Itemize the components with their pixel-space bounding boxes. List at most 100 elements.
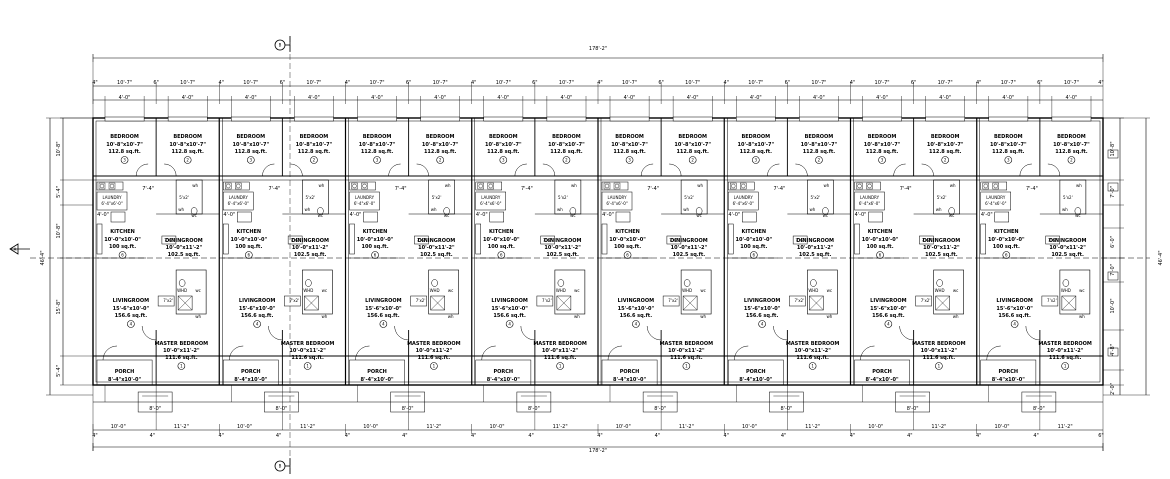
dim-porch-opening: 8'-0" bbox=[402, 406, 414, 412]
dining-name: DININGROOM bbox=[165, 238, 203, 244]
units-group: 10'-7"10'-7"4"6"4'-0"4'-0"BEDROOM10'-8"x… bbox=[92, 80, 1103, 439]
kitchen-size: 10'-0"x10'-0" bbox=[231, 237, 268, 243]
kitchen-name: KITCHEN bbox=[868, 229, 893, 235]
dim-wall: 4" bbox=[345, 80, 350, 86]
bedroom-2-size: 10'-8"x10'-7" bbox=[801, 142, 838, 148]
laundry-name: LAUNDRY bbox=[734, 195, 754, 200]
dim-porch-opening: 8'-0" bbox=[149, 406, 161, 412]
closet-dim: 5'x2' bbox=[684, 195, 694, 200]
whd-label: WHD bbox=[935, 288, 945, 293]
living-number: 4 bbox=[761, 322, 764, 327]
dim-bay-bottom-a: 10'-0" bbox=[489, 424, 504, 430]
dining-size: 10'-0"x11'-2" bbox=[544, 245, 581, 251]
dim-window: 4'-0" bbox=[1066, 95, 1078, 101]
bedroom-2-name: BEDROOM bbox=[931, 134, 960, 140]
dim-window: 4'-0" bbox=[119, 95, 131, 101]
kitchen-area: 100 sq.ft. bbox=[614, 244, 641, 250]
wh-label: wh bbox=[683, 207, 689, 212]
living-number: 4 bbox=[887, 322, 890, 327]
dining-size: 10'-0"x11'-2" bbox=[166, 245, 203, 251]
living-name: LIVINGROOM bbox=[618, 298, 654, 304]
bedroom-3-name: BEDROOM bbox=[741, 134, 770, 140]
kitchen-number: 6 bbox=[1005, 253, 1008, 258]
bedroom-2-size: 10'-8"x10'-7" bbox=[1053, 142, 1090, 148]
wh-label: wh bbox=[557, 207, 563, 212]
whd-label: WHD bbox=[682, 288, 692, 293]
dim-wall: 4" bbox=[850, 80, 855, 86]
dim-hall: 7'-4" bbox=[395, 186, 407, 192]
bedroom-2-number: 2 bbox=[818, 158, 821, 163]
room-number-circle bbox=[884, 320, 893, 328]
dim-hall: 7'-4" bbox=[647, 186, 659, 192]
dining-name: DININGROOM bbox=[670, 238, 708, 244]
dim-bay-top: 10'-7" bbox=[496, 80, 511, 86]
door-swing bbox=[1047, 163, 1061, 177]
kitchen-name: KITCHEN bbox=[110, 229, 135, 235]
door-swing bbox=[767, 163, 780, 177]
dim-window: 4'-0" bbox=[308, 95, 320, 101]
porch-name: PORCH bbox=[241, 369, 261, 375]
bedroom-3-size: 10'-8"x10'-7" bbox=[485, 142, 522, 148]
living-name: LIVINGROOM bbox=[870, 298, 906, 304]
bedroom-3-name: BEDROOM bbox=[236, 134, 265, 140]
master-bedroom-name: MASTER BEDROOM bbox=[407, 341, 461, 347]
right-dimension-label: 2'-0" bbox=[1110, 383, 1116, 395]
dim-wall: 4" bbox=[219, 433, 224, 439]
room-number-circle bbox=[127, 320, 135, 328]
dim-window: 4'-0" bbox=[813, 95, 825, 101]
kitchen-number: 6 bbox=[121, 253, 124, 258]
bedroom-3-name: BEDROOM bbox=[994, 134, 1023, 140]
kitchen-name: KITCHEN bbox=[994, 229, 1019, 235]
dim-wall: 4" bbox=[655, 433, 660, 439]
dim-hall-2: 4'-0" bbox=[350, 212, 362, 218]
master-bedroom-area: 111.6 sq.ft. bbox=[923, 355, 956, 361]
dim-wall: 4" bbox=[850, 433, 855, 439]
door-swing bbox=[262, 163, 275, 177]
room-number-circle bbox=[625, 156, 634, 164]
closet-dim-2: 7'x2' bbox=[922, 238, 932, 243]
dim-wall: 4" bbox=[724, 80, 729, 86]
right-dimension-label: 4'-8" bbox=[1110, 344, 1116, 356]
room-number-circle bbox=[120, 156, 129, 164]
porch-name: PORCH bbox=[115, 369, 135, 375]
door-swing bbox=[164, 163, 177, 177]
dim-window: 4'-0" bbox=[624, 95, 636, 101]
room-number-circle bbox=[758, 320, 766, 328]
bedroom-2-size: 10'-8"x10'-7" bbox=[548, 142, 585, 148]
master-bedroom-area: 111.6 sq.ft. bbox=[291, 355, 324, 361]
dining-area: 102.5 sq.ft. bbox=[925, 252, 958, 258]
bedroom-2-number: 2 bbox=[565, 158, 568, 163]
wc-label: wc bbox=[318, 213, 323, 218]
dining-name: DININGROOM bbox=[923, 238, 961, 244]
door-swing bbox=[607, 345, 623, 361]
porch-size: 8'-4"x10'-0" bbox=[487, 377, 520, 383]
door-swing bbox=[141, 325, 157, 341]
dim-wall: 4" bbox=[976, 433, 981, 439]
dim-bay-top: 10'-7" bbox=[938, 80, 953, 86]
dim-wall: 4" bbox=[150, 433, 155, 439]
wc-label: wc bbox=[696, 213, 701, 218]
dim-bay-top: 10'-7" bbox=[433, 80, 448, 86]
kitchen-number: 6 bbox=[374, 253, 377, 258]
bedroom-3-number: 3 bbox=[881, 158, 884, 163]
door-swing bbox=[893, 163, 906, 177]
room-number-circle bbox=[556, 362, 564, 370]
kitchen-size: 10'-0"x10'-0" bbox=[609, 237, 646, 243]
dim-window: 4'-0" bbox=[434, 95, 446, 101]
bedroom-3-name: BEDROOM bbox=[110, 134, 139, 140]
dim-porch-opening: 8'-0" bbox=[275, 406, 287, 412]
wh-label: wh bbox=[809, 207, 815, 212]
wc-label: wc bbox=[574, 288, 579, 293]
kitchen-area: 100 sq.ft. bbox=[235, 244, 262, 250]
master-bedroom-size: 10'-0"x11'-2" bbox=[416, 348, 453, 354]
closet-dim-2: 7'x2' bbox=[669, 238, 679, 243]
room-number-circle bbox=[562, 156, 571, 164]
dim-wall: 4" bbox=[219, 80, 224, 86]
wc-label: wc bbox=[444, 213, 449, 218]
bedroom-3-number: 3 bbox=[628, 158, 631, 163]
door-swing bbox=[481, 345, 496, 361]
bedroom-2-area: 112.8 sq.ft. bbox=[929, 149, 962, 155]
dining-name: DININGROOM bbox=[544, 238, 582, 244]
room-number-circle bbox=[118, 251, 127, 259]
door-swing bbox=[773, 325, 788, 341]
